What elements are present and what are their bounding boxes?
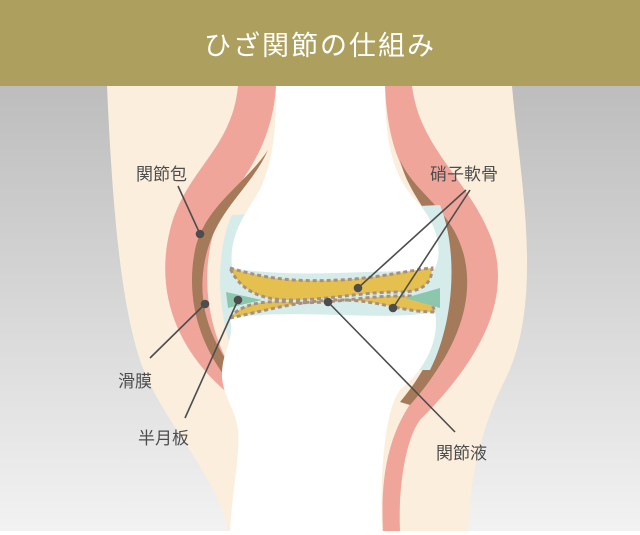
synovium-left: [191, 150, 268, 390]
femur-bone: [231, 86, 439, 274]
label-synovial-fluid: 関節液: [436, 444, 487, 464]
label-synovium: 滑膜: [118, 372, 152, 392]
tibia-bone: [222, 312, 436, 531]
leader-cartilage-1: [357, 189, 467, 289]
femoral-cartilage: [227, 265, 434, 302]
dot-synovium: [200, 299, 210, 309]
synovium-right: [400, 160, 468, 405]
dot-meniscus: [233, 295, 243, 305]
joint-capsule-right: [382, 86, 498, 531]
dot-cartilage-1: [353, 283, 363, 293]
tibial-cartilage: [226, 294, 437, 321]
meniscus-left: [226, 292, 262, 308]
label-joint-capsule: 関節包: [136, 165, 187, 185]
dot-fluid: [323, 297, 333, 307]
leader-meniscus: [184, 299, 239, 419]
dot-joint-capsule: [195, 229, 205, 239]
label-hyaline-cartilage: 硝子軟骨: [430, 165, 498, 185]
knee-diagram: 関節包 硝子軟骨 滑膜 半月板 関節液: [0, 86, 640, 531]
label-meniscus: 半月板: [138, 429, 189, 449]
knee-illustration: [0, 86, 640, 531]
header-bar: ひざ関節の仕組み: [0, 0, 640, 86]
leader-joint-capsule: [177, 185, 201, 235]
meniscus-right: [405, 288, 440, 308]
leader-fluid: [327, 301, 456, 433]
leader-synovium: [149, 303, 206, 359]
page-title: ひざ関節の仕組み: [204, 30, 436, 62]
dot-cartilage-2: [388, 303, 398, 313]
leader-cartilage-2: [392, 189, 471, 309]
joint-capsule-left: [165, 86, 276, 395]
